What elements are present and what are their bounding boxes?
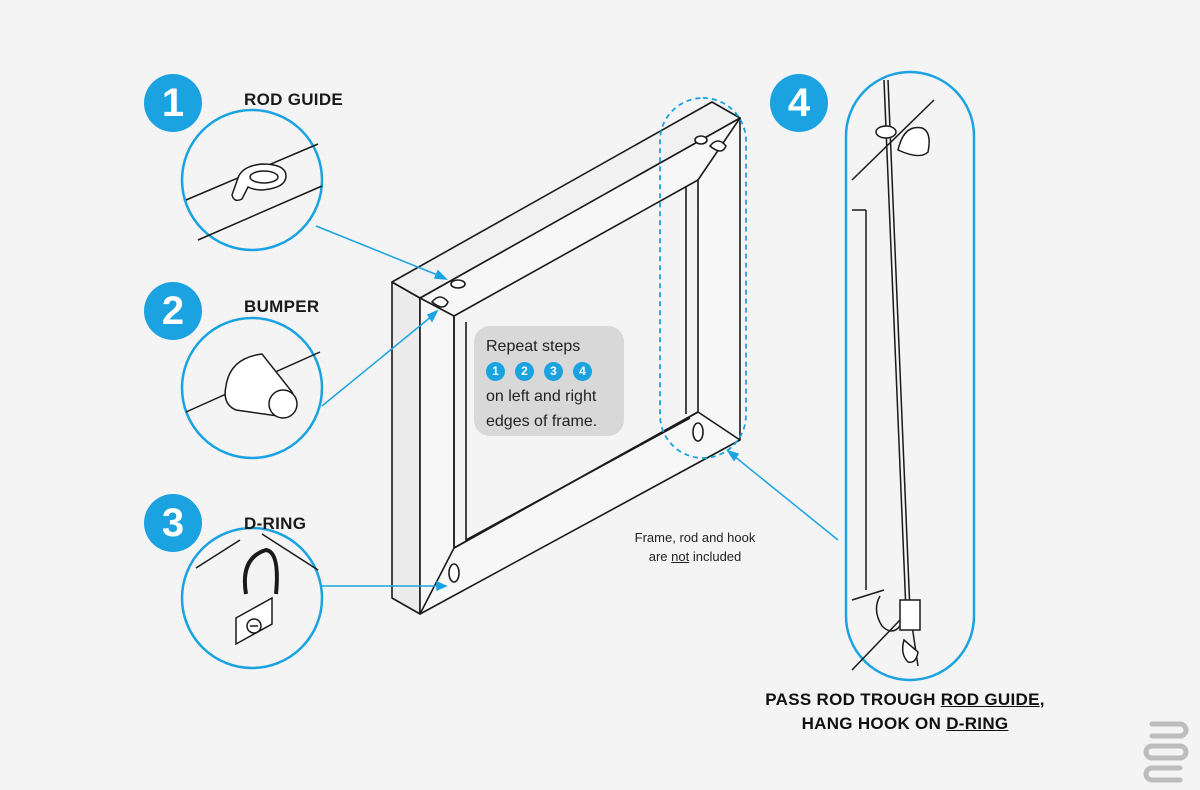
note-badge-2: 2 — [515, 362, 534, 381]
note-line-2: on left and right — [486, 388, 597, 405]
leader-lines — [315, 225, 839, 592]
d-ring-detail — [195, 533, 319, 646]
exclusion-line-2: are not included — [648, 549, 742, 564]
dashed-highlight — [659, 97, 747, 459]
repeat-note: Repeat steps 1 2 3 4 on left and right e… — [474, 326, 624, 436]
step-4-badge: 4 — [770, 74, 828, 132]
step-2-badge: 2 — [144, 282, 202, 340]
step-1-badge: 1 — [144, 74, 202, 132]
step-3-title: D-RING — [244, 514, 307, 533]
note-badge-3: 3 — [544, 362, 563, 381]
note-badge-1: 1 — [486, 362, 505, 381]
brand-logo — [1143, 721, 1189, 783]
rod-guide-detail — [185, 143, 323, 241]
note-line-1: Repeat steps — [486, 338, 581, 355]
instruction-line-1: PASS ROD TROUGH ROD GUIDE, — [765, 690, 1045, 709]
note-step-badges: 1 2 3 4 — [486, 359, 612, 384]
step4-callout — [844, 70, 976, 682]
instruction-line-2: HANG HOOK ON D-RING — [801, 714, 1009, 733]
rod-guide-ref: ROD GUIDE — [940, 690, 1040, 709]
step-1-title: ROD GUIDE — [244, 90, 344, 109]
exclusion-line-1: Frame, rod and hook — [634, 530, 756, 545]
exclusion-emphasis: not — [671, 549, 690, 564]
note-badge-4: 4 — [573, 362, 592, 381]
d-ring-ref: D-RING — [946, 714, 1009, 733]
note-line-3: edges of frame. — [486, 413, 598, 430]
step-2-title: BUMPER — [244, 297, 320, 316]
d-ring-callout — [180, 526, 324, 670]
hang-instruction: PASS ROD TROUGH ROD GUIDE, HANG HOOK ON … — [740, 688, 1070, 736]
bumper-detail — [185, 351, 321, 419]
exclusion-note: Frame, rod and hook are not included — [600, 528, 790, 566]
step-3-badge: 3 — [144, 494, 202, 552]
